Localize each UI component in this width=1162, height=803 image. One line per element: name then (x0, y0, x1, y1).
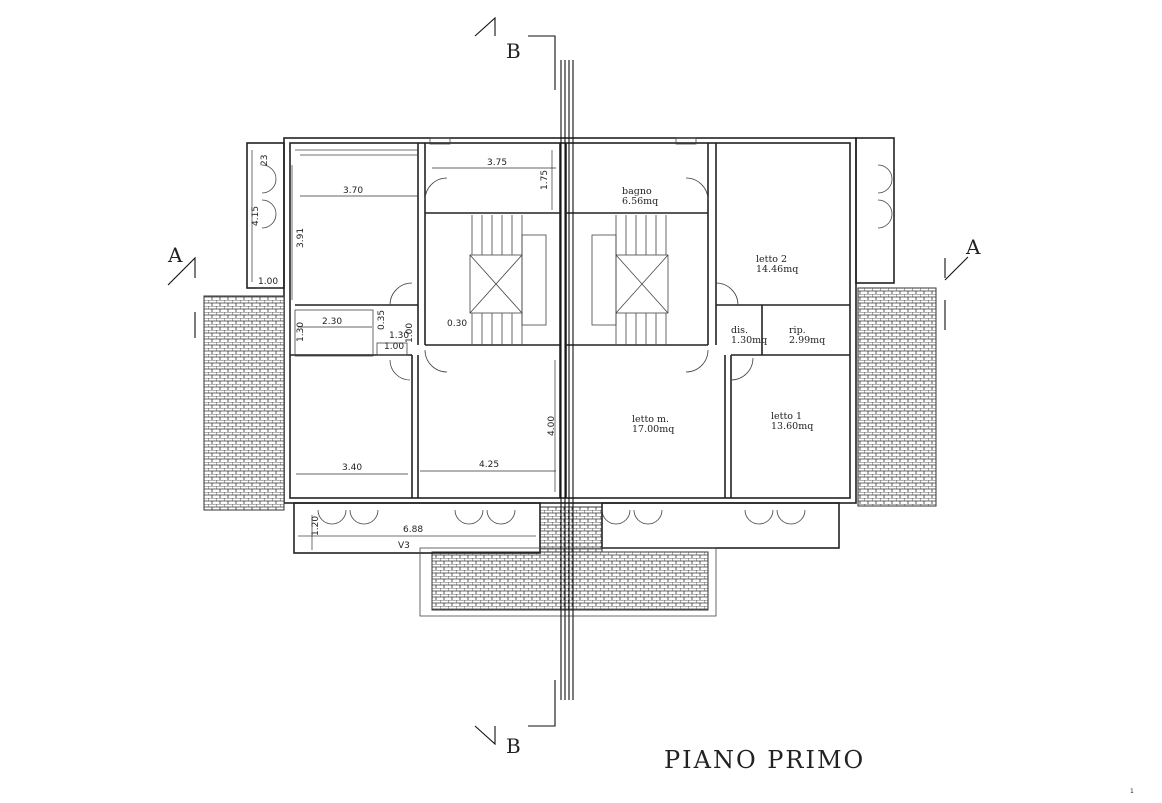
dim-1-30-small: 1.30 (389, 331, 409, 341)
room-bagno-area: 6.56mq (622, 196, 658, 207)
room-rip-name: rip. (789, 325, 806, 336)
dim-3-91: 3.91 (296, 228, 306, 248)
dim-3-40: 3.40 (342, 463, 362, 473)
room-dis-name: dis. (731, 325, 748, 336)
plan-title: PIANO PRIMO (664, 746, 865, 774)
section-a-right-label: A (965, 235, 981, 259)
building-outline (246, 137, 895, 504)
dimension-lines (251, 150, 556, 550)
dim-4-15: 4.15 (251, 206, 261, 226)
dim-4-00: 4.00 (547, 416, 557, 436)
dim-3-70: 3.70 (343, 186, 363, 196)
section-b-top-label: B (506, 39, 521, 63)
room-bagno-name: bagno (622, 186, 652, 197)
dim-23: 23 (260, 155, 270, 166)
room-dis-area: 1.30mq (731, 335, 767, 346)
section-a-left-label: A (167, 243, 183, 267)
dim-1-00-vertical: 1.00 (405, 323, 415, 343)
dim-4-25: 4.25 (479, 460, 499, 470)
dim-3-75: 3.75 (487, 158, 507, 168)
room-letto1-area: 13.60mq (771, 421, 813, 432)
dim-0-30: 0.30 (447, 319, 467, 329)
roof-tiles (203, 287, 937, 611)
section-b-bottom-label: B (506, 734, 521, 758)
room-lettom-name: letto m. (632, 414, 669, 425)
dim-0-35: 0.35 (377, 310, 387, 330)
terrace-v3-label: V3 (398, 541, 410, 551)
party-wall (560, 60, 574, 700)
room-lettom-area: 17.00mq (632, 424, 674, 435)
staircase-right (591, 215, 669, 345)
page-number: 1 (1130, 788, 1134, 795)
door-swings (261, 164, 893, 525)
dim-1-30-left: 1.30 (296, 322, 306, 342)
room-rip-area: 2.99mq (789, 335, 825, 346)
room-letto1-name: letto 1 (771, 411, 802, 422)
section-markers (167, 16, 969, 746)
interior-walls (290, 143, 850, 498)
labels: B B A A 3.75 1.75 3.70 3.91 4.15 23 1.00… (167, 39, 1134, 795)
dim-1-20: 1.20 (311, 516, 321, 536)
dim-1-00-balcony: 1.00 (258, 277, 278, 287)
staircase-left (469, 215, 547, 345)
dim-2-30: 2.30 (322, 317, 342, 327)
dim-1-00-small: 1.00 (384, 342, 404, 352)
terrace (293, 502, 840, 617)
room-letto2-area: 14.46mq (756, 264, 798, 275)
dim-6-88: 6.88 (403, 525, 423, 535)
dim-1-75: 1.75 (540, 170, 550, 190)
room-letto2-name: letto 2 (756, 254, 787, 265)
